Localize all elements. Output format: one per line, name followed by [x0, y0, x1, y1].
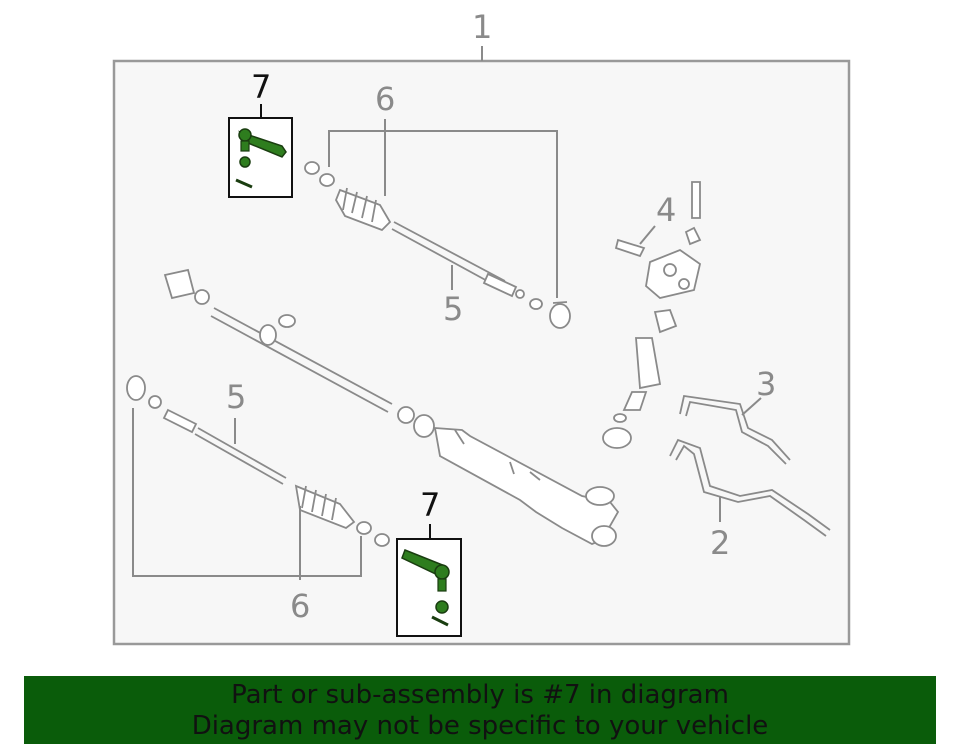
- callout-leader-6-lower: [132, 408, 362, 577]
- callout-6-lower: 6: [290, 587, 310, 625]
- assembly-frame: [112, 59, 851, 646]
- parts-diagram: 1 7 7 6 5: [112, 8, 851, 646]
- pinion-valve-part[interactable]: [602, 248, 702, 449]
- callout-7-lower: 7: [420, 486, 440, 524]
- tie-rod-lower-part[interactable]: [126, 375, 287, 485]
- callout-5-upper: 5: [443, 290, 463, 328]
- bolt-part[interactable]: [614, 181, 702, 258]
- callout-7-upper: 7: [251, 68, 271, 106]
- tie-rod-end-lower-box[interactable]: [396, 538, 462, 637]
- callout-4: 4: [656, 191, 676, 229]
- tie-rod-end-lower-part[interactable]: [401, 549, 450, 627]
- callout-3: 3: [756, 365, 776, 403]
- rack-shaft-part[interactable]: [163, 268, 415, 424]
- boot-upper-part[interactable]: [304, 161, 392, 232]
- callout-6-upper: 6: [375, 80, 395, 118]
- callout-1: 1: [472, 8, 492, 46]
- callout-leader-3: [741, 397, 762, 416]
- rack-housing-part[interactable]: [413, 414, 620, 547]
- banner-line-1: Part or sub-assembly is #7 in diagram: [231, 680, 729, 710]
- boot-lower-part[interactable]: [294, 484, 390, 547]
- callout-leader-6-upper: [328, 130, 558, 298]
- tie-rod-upper-part[interactable]: [391, 221, 571, 329]
- pipe-upper-part[interactable]: [679, 394, 791, 465]
- callout-2: 2: [710, 524, 730, 562]
- banner-line-2: Diagram may not be specific to your vehi…: [191, 711, 769, 741]
- tie-rod-end-upper-part[interactable]: [235, 128, 287, 189]
- callout-5-lower: 5: [226, 378, 246, 416]
- info-banner: Part or sub-assembly is #7 in diagram Di…: [24, 676, 936, 744]
- callout-leader-4: [639, 225, 656, 245]
